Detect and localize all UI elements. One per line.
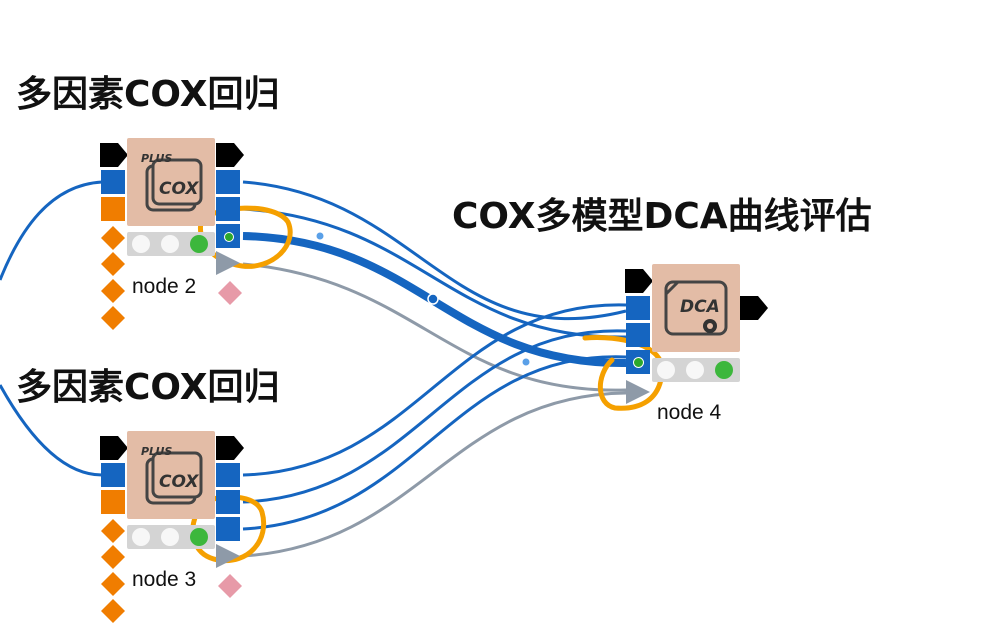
status-light-red	[132, 235, 150, 253]
connection-node2-out2[interactable]	[242, 207, 627, 339]
node2-status-bar	[127, 232, 215, 256]
node2-diamond-port-3[interactable]	[101, 279, 125, 303]
node3-output-port-4[interactable]	[216, 544, 240, 568]
node2-pink-diamond[interactable]	[218, 281, 242, 305]
icon-cox-text: COX	[159, 472, 199, 492]
node3-input-port-1[interactable]	[101, 463, 125, 487]
node4-input-port-4[interactable]	[626, 380, 650, 404]
node3-output-port-2[interactable]	[216, 490, 240, 514]
status-light-green	[715, 361, 733, 379]
connection-incoming-node2[interactable]	[0, 180, 103, 281]
node4-input-port-1[interactable]	[626, 296, 650, 320]
cox-plus-icon: PLUS COX	[141, 152, 203, 212]
connection-node2-out4[interactable]	[242, 262, 627, 392]
bend-point[interactable]	[521, 357, 531, 367]
bend-point[interactable]	[315, 231, 325, 241]
node3-output-port-3[interactable]	[216, 517, 240, 541]
annotation-circle-node4	[582, 335, 665, 411]
node2-input-port-2[interactable]	[101, 197, 125, 221]
node3-pink-diamond[interactable]	[218, 574, 242, 598]
icon-cox-text: COX	[159, 179, 199, 199]
node2-output-port-1[interactable]	[216, 170, 240, 194]
cox-plus-icon: PLUS COX	[141, 445, 203, 505]
connection-node3-out4[interactable]	[242, 391, 627, 558]
node3-title[interactable]: 多因素COX回归	[16, 367, 280, 408]
node4-input-port-3[interactable]	[626, 350, 650, 374]
node3-flow-var-in[interactable]	[100, 436, 128, 460]
node3-input-port-2[interactable]	[101, 490, 125, 514]
node2-label[interactable]: node 2	[132, 275, 197, 298]
status-light-red	[132, 528, 150, 546]
connection-node2-out1[interactable]	[242, 180, 627, 321]
node2-icon[interactable]: PLUS COX	[127, 138, 215, 226]
node2-output-port-3[interactable]	[216, 224, 240, 248]
node4-output-port[interactable]	[740, 296, 768, 320]
icon-plus-text: PLUS	[141, 445, 172, 458]
node2-flow-var-in[interactable]	[100, 143, 128, 167]
connection-node3-out1[interactable]	[242, 303, 627, 477]
node3-output-port-1[interactable]	[216, 463, 240, 487]
connection-node3-out3[interactable]	[242, 355, 627, 531]
node3-icon[interactable]: PLUS COX	[127, 431, 215, 519]
node3-diamond-port-2[interactable]	[101, 545, 125, 569]
connection-incoming-node3[interactable]	[0, 384, 103, 477]
bend-point[interactable]	[427, 293, 439, 305]
node3-flow-var-out[interactable]	[216, 436, 244, 460]
status-light-yellow	[686, 361, 704, 379]
node2-output-port-2[interactable]	[216, 197, 240, 221]
node2-title[interactable]: 多因素COX回归	[16, 74, 280, 115]
node3-diamond-port-1[interactable]	[101, 519, 125, 543]
status-light-green	[190, 235, 208, 253]
node4-icon[interactable]: DCA	[652, 264, 740, 352]
node4-input-port-2[interactable]	[626, 323, 650, 347]
connection-node3-out2[interactable]	[242, 329, 627, 504]
status-light-red	[657, 361, 675, 379]
node2-input-port-1[interactable]	[101, 170, 125, 194]
connection-dot	[633, 357, 644, 368]
node3-status-bar	[127, 525, 215, 549]
node2-diamond-port-4[interactable]	[101, 306, 125, 330]
node4-flow-var-in[interactable]	[625, 269, 653, 293]
node2-diamond-port-1[interactable]	[101, 226, 125, 250]
status-light-yellow	[161, 528, 179, 546]
status-light-green	[190, 528, 208, 546]
dca-icon: DCA	[664, 280, 728, 336]
status-light-yellow	[161, 235, 179, 253]
node2-diamond-port-2[interactable]	[101, 252, 125, 276]
node3-diamond-port-4[interactable]	[101, 599, 125, 623]
connection-dot	[224, 232, 234, 242]
node3-diamond-port-3[interactable]	[101, 572, 125, 596]
node2-output-port-4[interactable]	[216, 251, 240, 275]
icon-plus-text: PLUS	[141, 152, 172, 165]
node4-label[interactable]: node 4	[657, 401, 722, 424]
node3-label[interactable]: node 3	[132, 568, 197, 591]
node2-flow-var-out[interactable]	[216, 143, 244, 167]
node4-title[interactable]: COX多模型DCA曲线评估	[452, 196, 872, 237]
icon-dca-text: DCA	[680, 297, 720, 317]
node4-status-bar	[652, 358, 740, 382]
